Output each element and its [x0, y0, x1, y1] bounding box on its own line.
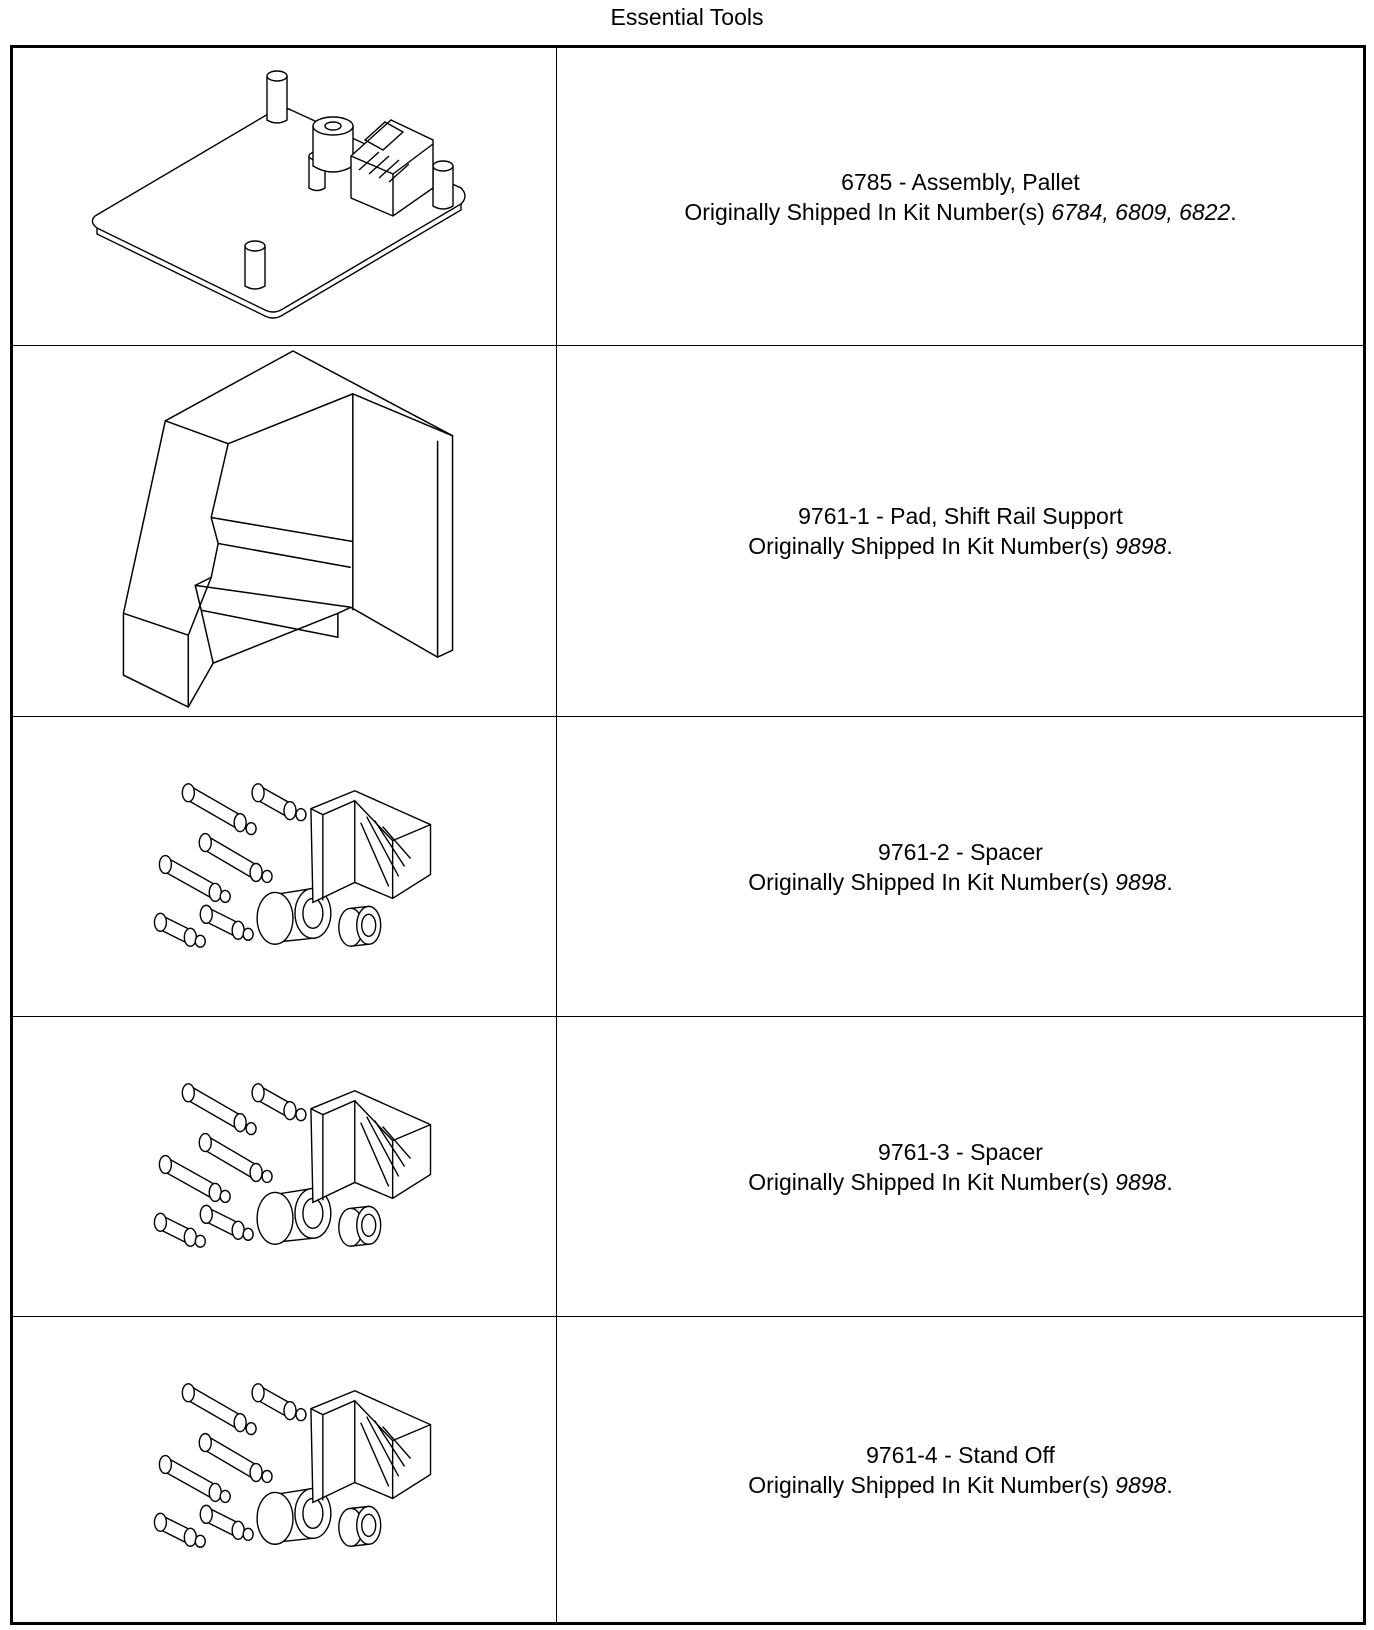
tool-row: 6785 - Assembly, Pallet Originally Shipp… [13, 48, 1363, 345]
kit-prefix: Originally Shipped In Kit Number(s) [748, 1168, 1116, 1195]
tool-kit-line: Originally Shipped In Kit Number(s) 9898… [748, 1167, 1172, 1197]
essential-tools-table: 6785 - Assembly, Pallet Originally Shipp… [10, 45, 1366, 1625]
kit-suffix: . [1230, 198, 1237, 225]
kit-suffix: . [1166, 1471, 1173, 1498]
tool-description: 9761-3 - Spacer Originally Shipped In Ki… [558, 1017, 1363, 1316]
tool-description: 9761-1 - Pad, Shift Rail Support Origina… [558, 346, 1363, 716]
tool-image-cell [13, 1317, 557, 1622]
tool-description: 9761-4 - Stand Off Originally Shipped In… [558, 1317, 1363, 1622]
tool-kit-line: Originally Shipped In Kit Number(s) 9898… [748, 1470, 1172, 1500]
pallet-assembly-drawing [13, 48, 557, 345]
tool-image-cell [13, 717, 557, 1016]
kit-numbers: 9898 [1115, 1471, 1167, 1498]
kit-prefix: Originally Shipped In Kit Number(s) [748, 533, 1116, 559]
tool-kit-line: Originally Shipped In Kit Number(s) 9898… [748, 867, 1172, 897]
tool-kit-line: Originally Shipped In Kit Number(s) 6784… [684, 197, 1236, 227]
tool-title: 9761-4 - Stand Off [866, 1441, 1055, 1468]
kit-prefix: Originally Shipped In Kit Number(s) [748, 1471, 1116, 1498]
tool-description: 9761-2 - Spacer Originally Shipped In Ki… [558, 717, 1363, 1016]
tool-row: 9761-2 - Spacer Originally Shipped In Ki… [13, 716, 1363, 1016]
tool-title: 9761-2 - Spacer [878, 838, 1043, 865]
kit-suffix: . [1166, 533, 1173, 559]
tool-image-cell [13, 346, 557, 716]
shift-rail-pad-drawing [13, 346, 557, 716]
tool-title: 9761-1 - Pad, Shift Rail Support [798, 503, 1123, 529]
tool-kit-line: Originally Shipped In Kit Number(s) 9898… [748, 531, 1172, 561]
kit-numbers: 9898 [1115, 1168, 1167, 1195]
page-title: Essential Tools [610, 4, 764, 30]
kit-prefix: Originally Shipped In Kit Number(s) [684, 198, 1052, 225]
kit-suffix: . [1166, 868, 1173, 895]
spacer-set-drawing [13, 1017, 557, 1316]
spacer-set-drawing [13, 717, 557, 1016]
kit-numbers: 9898 [1115, 533, 1167, 559]
spacer-set-drawing [13, 1317, 557, 1622]
tool-image-cell [13, 48, 557, 345]
kit-suffix: . [1166, 1168, 1173, 1195]
kit-prefix: Originally Shipped In Kit Number(s) [748, 868, 1116, 895]
tool-row: 9761-4 - Stand Off Originally Shipped In… [13, 1316, 1363, 1622]
tool-title: 6785 - Assembly, Pallet [841, 168, 1080, 195]
kit-numbers: 6784, 6809, 6822 [1051, 198, 1231, 225]
tool-title: 9761-3 - Spacer [878, 1138, 1043, 1165]
tool-row: 9761-1 - Pad, Shift Rail Support Origina… [13, 345, 1363, 716]
tool-row: 9761-3 - Spacer Originally Shipped In Ki… [13, 1016, 1363, 1316]
tool-description: 6785 - Assembly, Pallet Originally Shipp… [558, 48, 1363, 345]
kit-numbers: 9898 [1115, 868, 1167, 895]
tool-image-cell [13, 1017, 557, 1316]
